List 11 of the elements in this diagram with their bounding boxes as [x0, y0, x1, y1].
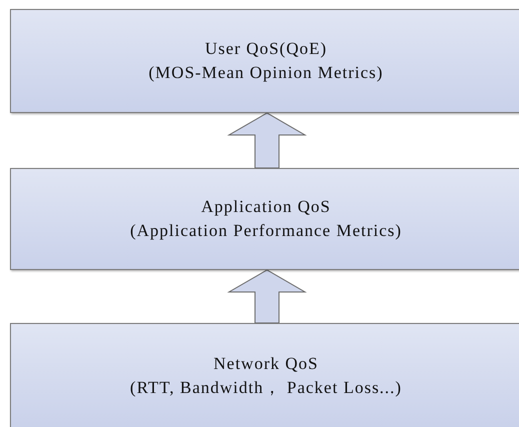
layer-title: User QoS(QoE): [204, 38, 328, 60]
layer-description: (RTT, Bandwidth， Packet Loss...): [130, 377, 402, 399]
layer-description: (MOS-Mean Opinion Metrics): [148, 62, 384, 84]
layer-title: Network QoS: [214, 353, 318, 375]
block-arrow: [227, 269, 307, 324]
layer-box: [10, 323, 519, 427]
layer-title: Application QoS: [201, 196, 331, 218]
block-arrow: [227, 112, 307, 168]
layer-box: [10, 168, 519, 270]
layer-description: (Application Performance Metrics): [130, 220, 402, 242]
layer-box: [10, 9, 519, 113]
